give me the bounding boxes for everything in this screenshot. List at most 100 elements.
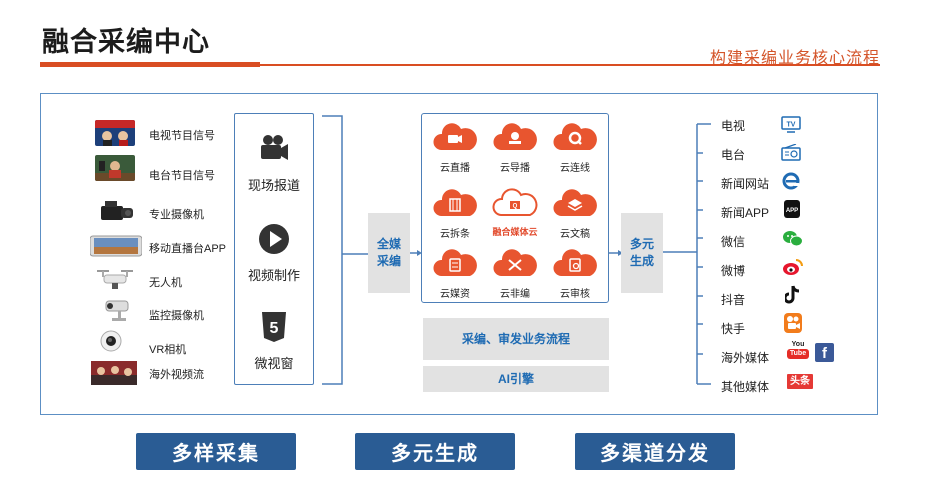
- multi-generation-button[interactable]: 多元生成: [355, 433, 515, 470]
- doc-icon: [553, 189, 597, 216]
- cloud-item: Q 融合媒体云: [485, 188, 545, 238]
- output-label: 快手: [721, 322, 746, 336]
- play-icon: [259, 224, 289, 254]
- source-item: [98, 328, 124, 359]
- cloud-label: 云媒资: [440, 289, 470, 300]
- svg-text:Q: Q: [513, 204, 518, 210]
- cloud-label: 云连线: [560, 163, 590, 174]
- security-camera-photo: [105, 300, 129, 321]
- radio-icon: [781, 144, 801, 161]
- radio-studio-photo: [95, 155, 135, 181]
- cloud-label: 云非编: [500, 289, 530, 300]
- connect-icon: [553, 123, 597, 150]
- output-label: 微博: [721, 264, 746, 278]
- app-icon: APP: [784, 200, 800, 218]
- html5-icon: 5: [262, 312, 286, 342]
- wechat-icon: [783, 231, 803, 247]
- collect-item-live-report: 现场报道: [235, 132, 313, 194]
- ie-icon: [782, 172, 800, 190]
- cloud-services-box: [421, 113, 609, 303]
- cloud-item: 云媒资: [425, 248, 485, 300]
- collect-label: 微视窗: [254, 356, 294, 371]
- cloud-item: 云文稿: [545, 188, 605, 240]
- cloud-item: 云非编: [485, 248, 545, 300]
- source-item: [91, 361, 137, 390]
- header-divider: [40, 64, 880, 66]
- workflow-bar: 采编、审发业务流程: [423, 318, 609, 360]
- overseas-video-photo: [91, 361, 137, 385]
- svg-text:APP: APP: [786, 208, 798, 214]
- tv-icon: TV: [781, 116, 801, 133]
- output-label: 电台: [721, 148, 746, 162]
- output-label: 海外媒体: [721, 351, 770, 365]
- pro-camera-photo: [101, 201, 133, 220]
- source-label: 移动直播台APP: [149, 243, 227, 255]
- svg-text:5: 5: [270, 320, 279, 337]
- edit-icon: [493, 249, 537, 276]
- tiktok-icon: [785, 285, 800, 304]
- source-item: [95, 155, 135, 186]
- kuaishou-icon: [784, 313, 802, 333]
- arrow-to-cloud: [410, 250, 422, 256]
- page-title: 融合采编中心: [42, 27, 210, 57]
- arrow-to-generate: [609, 250, 623, 256]
- collect-item-micro-window: 5 微视窗: [235, 310, 313, 372]
- facebook-icon: f: [815, 343, 834, 362]
- youtube-icon: You Tube: [787, 341, 809, 365]
- mobile-app-photo: [89, 235, 143, 257]
- source-item: [95, 266, 135, 297]
- svg-text:TV: TV: [787, 122, 796, 129]
- cloud-label: 云拆条: [440, 229, 470, 240]
- review-icon: [553, 249, 597, 276]
- cloud-item: 云拆条: [425, 188, 485, 240]
- source-item: [95, 120, 135, 151]
- page-subtitle: 构建采编业务核心流程: [709, 50, 880, 67]
- live-icon: [433, 123, 477, 150]
- asset-icon: [433, 249, 477, 276]
- source-label: 海外视频流: [149, 369, 204, 381]
- header-accent-bar: [40, 62, 260, 67]
- tv-studio-photo: [95, 120, 135, 146]
- weibo-icon: [783, 259, 803, 275]
- source-label: VR相机: [149, 344, 187, 356]
- cloud-item: 云连线: [545, 122, 605, 174]
- cloud-label: 融合媒体云: [492, 227, 538, 237]
- stage-gather: 全媒 采编: [368, 213, 410, 293]
- output-label: 新闻网站: [721, 177, 770, 191]
- output-label: 新闻APP: [721, 206, 770, 220]
- cloud-label: 云文稿: [560, 229, 590, 240]
- source-item: [98, 297, 138, 328]
- diagram-frame: [40, 93, 878, 415]
- source-label: 电台节目信号: [149, 170, 215, 182]
- cloud-label: 云审核: [560, 289, 590, 300]
- collect-label: 现场报道: [247, 178, 300, 193]
- collect-box: 现场报道 视频制作 5 微视窗: [234, 113, 314, 385]
- vr-camera-photo: [100, 330, 122, 352]
- media-cloud-icon: Q: [492, 188, 538, 216]
- split-icon: [433, 189, 477, 216]
- drone-photo: [97, 270, 133, 289]
- toutiao-icon: 头条: [787, 374, 813, 389]
- source-label: 监控摄像机: [149, 310, 204, 322]
- source-item: [89, 235, 143, 262]
- source-label: 电视节目信号: [149, 130, 215, 142]
- cloud-item: 云导播: [485, 122, 545, 174]
- cloud-item: 云审核: [545, 248, 605, 300]
- director-icon: [493, 123, 537, 150]
- cloud-label: 云导播: [500, 163, 530, 174]
- ai-engine-bar: AI引擎: [423, 366, 609, 392]
- cloud-label: 云直播: [440, 163, 470, 174]
- collect-item-video-production: 视频制作: [235, 222, 313, 284]
- distribution-tree: [663, 123, 711, 385]
- multi-channel-distribution-button[interactable]: 多渠道分发: [575, 433, 735, 470]
- source-label: 专业摄像机: [149, 209, 204, 221]
- cloud-item: 云直播: [425, 122, 485, 174]
- source-item: [95, 198, 135, 229]
- output-label: 电视: [721, 119, 746, 133]
- source-label: 无人机: [149, 277, 182, 289]
- output-label: 抖音: [721, 293, 746, 307]
- output-label: 其他媒体: [721, 380, 770, 394]
- stage-generate: 多元 生成: [621, 213, 663, 293]
- diverse-collection-button[interactable]: 多样采集: [136, 433, 296, 470]
- output-label: 微信: [721, 235, 746, 249]
